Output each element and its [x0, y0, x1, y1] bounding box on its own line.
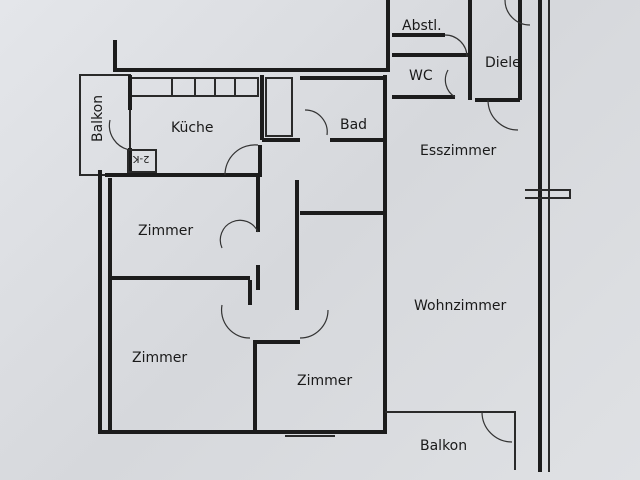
wall-top: [113, 0, 390, 72]
wall-zimmer-2: [108, 278, 252, 430]
room-label-balkon-bottom: Balkon: [420, 438, 468, 454]
room-label-diele: Diele: [485, 55, 521, 71]
door-arcs-rooms: [219, 219, 329, 339]
wall-zimmer-3: [253, 180, 385, 430]
wall-outer-left-bottom: [98, 170, 387, 434]
door-arc-bad: [304, 109, 328, 136]
room-label-wohnzimmer: Wohnzimmer: [414, 298, 507, 314]
room-label-esszimmer: Esszimmer: [420, 143, 497, 159]
wall-hall: [392, 0, 522, 102]
kitchen-counter: [132, 77, 259, 97]
room-label-balkon-top: Balkon: [90, 94, 106, 142]
room-label-wc: WC: [409, 68, 433, 84]
wall-balkon-bottom: [385, 411, 516, 470]
wall-pillar: [525, 189, 571, 199]
room-label-zimmer-2: Zimmer: [132, 350, 188, 366]
room-label-bad: Bad: [340, 117, 368, 133]
door-arcs-hall: [444, 0, 531, 131]
bathtub: [265, 77, 293, 137]
room-label-zimmer-1: Zimmer: [138, 223, 194, 239]
wall-bad: [260, 75, 387, 180]
small-label: 2-K: [133, 153, 150, 164]
door-arcs-kitchen: [108, 119, 259, 176]
room-label-abstl: Abstl.: [402, 18, 442, 34]
door-arc-balkon: [481, 411, 513, 443]
small-box: [127, 149, 157, 173]
room-label-kueche: Küche: [171, 120, 214, 136]
room-label-zimmer-3: Zimmer: [297, 373, 353, 389]
